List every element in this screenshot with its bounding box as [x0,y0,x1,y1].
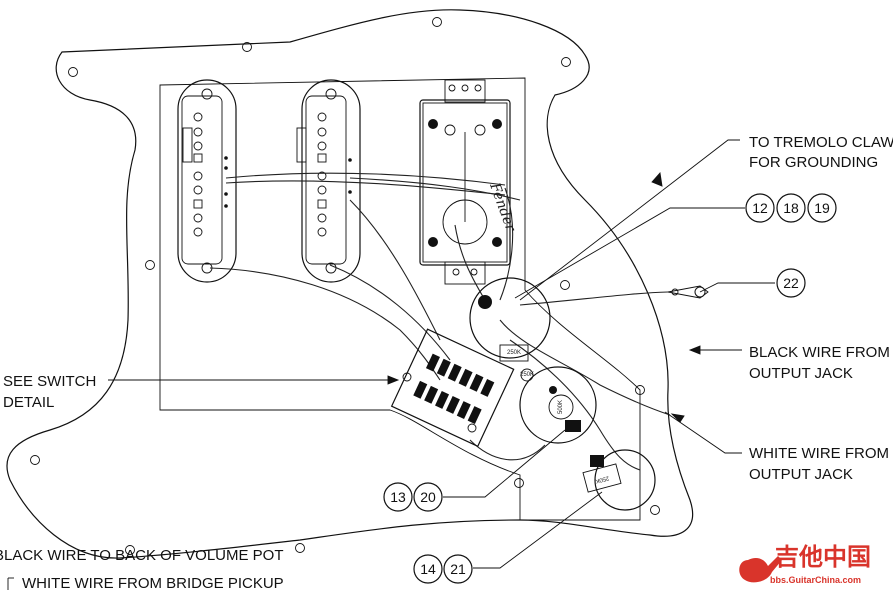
pot-2-label: 250K [520,372,534,378]
pickup-wires [209,172,671,471]
ground-lug [519,285,709,306]
humbucker-pickup-bridge: Fender [419,79,519,285]
part-bubbles-group-c: 13 20 [383,482,443,512]
mounting-screws [30,17,660,555]
part-number-bubble: 22 [783,275,799,291]
volume-pot: 250K 250K [469,277,551,382]
cap-label: 500K [558,400,564,414]
callout-switch-line2: DETAIL [3,394,54,411]
part-bubbles-group-a: 12 18 19 [745,193,837,223]
pot-3-label: 250K [594,474,609,483]
watermark: 吉他中国 bbs.GuitarChina.com [739,543,871,585]
shield-outline [159,77,641,521]
callout-white-jack-line1: WHITE WIRE FROM [749,445,889,462]
guitar-logo-icon [739,556,782,583]
five-way-switch [390,328,515,448]
callout-white-bridge: WHITE WIRE FROM BRIDGE PICKUP [22,575,284,592]
part-number-bubble: 13 [390,489,406,505]
callout-black-jack-line2: OUTPUT JACK [749,365,853,382]
part-number-bubble: 14 [420,561,436,577]
callout-white-jack-line2: OUTPUT JACK [749,466,853,483]
part-number-bubble: 21 [450,561,466,577]
part-number-bubble: 12 [752,200,768,216]
callout-tremolo-line1: TO TREMOLO CLAW [749,134,893,151]
watermark-url: bbs.GuitarChina.com [770,575,861,585]
callout-tremolo-line2: FOR GROUNDING [749,154,878,171]
part-bubbles-group-b: 22 [776,268,806,298]
watermark-name: 吉他中国 [775,543,871,571]
callout-leaders [7,139,775,590]
tone-pot-1: 500K [519,366,597,444]
humbucker-script-logo: Fender [486,180,519,235]
pickguard-outline [6,9,694,559]
single-coil-pickup-neck [177,79,237,283]
callout-switch-line1: SEE SWITCH [3,373,96,390]
part-number-bubble: 18 [783,200,799,216]
part-number-bubble: 20 [420,489,436,505]
pot-1-label: 250K [507,350,521,356]
part-number-bubble: 19 [814,200,830,216]
part-bubbles-group-d: 14 21 [413,554,473,584]
callout-black-jack-line1: BLACK WIRE FROM [749,344,890,361]
callout-black-volume-pot: BLACK WIRE TO BACK OF VOLUME POT [0,547,284,564]
tone-pot-2: 250K [582,449,656,511]
